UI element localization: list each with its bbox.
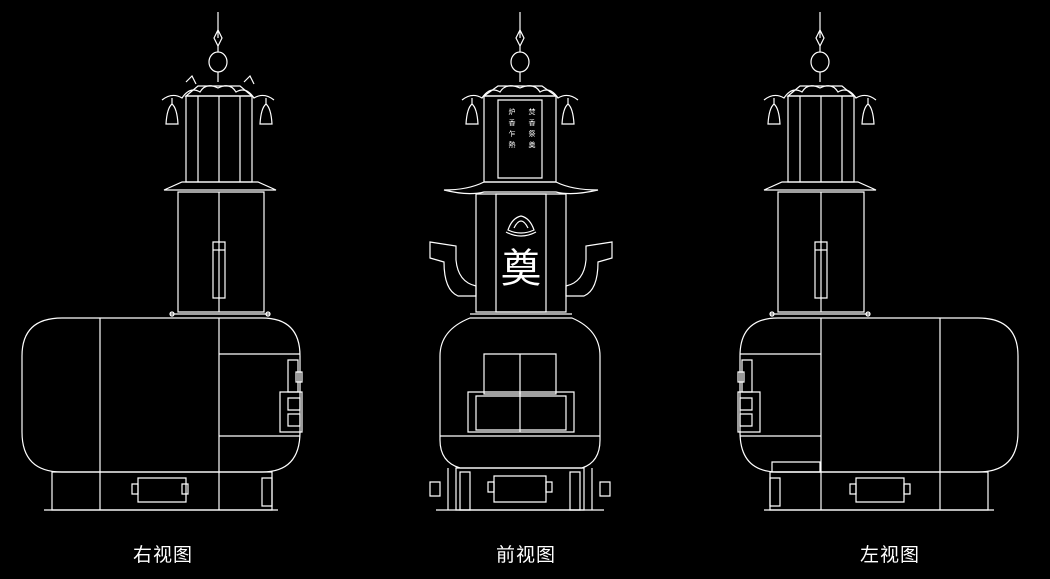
front-inscriptions: 焚香祭奠 炉香乍熱 奠 <box>501 107 541 292</box>
left-view <box>738 12 1018 510</box>
spire <box>209 12 227 82</box>
inscription-right-column: 焚香祭奠 <box>528 108 536 152</box>
base <box>764 472 994 510</box>
furnace-body <box>440 318 600 468</box>
furnace-body <box>22 318 302 472</box>
bell-icon <box>466 98 478 124</box>
bell-icon <box>562 98 574 124</box>
lantern-top <box>186 86 252 182</box>
roof <box>444 182 598 194</box>
front-view <box>430 12 612 510</box>
right-handle <box>566 242 612 296</box>
front-main-character: 奠 <box>501 246 541 292</box>
column <box>170 192 270 316</box>
spire <box>511 12 529 82</box>
left-view-label: 左视图 <box>860 544 921 566</box>
base <box>44 472 278 510</box>
roof-ornament <box>462 86 578 100</box>
lotus-icon <box>506 216 536 236</box>
roof <box>164 182 276 190</box>
bell-icon <box>260 98 272 124</box>
right-view <box>22 12 302 510</box>
base <box>430 468 610 510</box>
left-handle <box>430 242 476 296</box>
roof-ornament <box>162 86 274 100</box>
spire <box>811 12 829 82</box>
furnace-body <box>738 318 1018 472</box>
column <box>470 194 572 314</box>
inscription-left-column: 炉香乍熱 <box>508 107 516 152</box>
roof-ornament <box>764 86 876 100</box>
lantern-top <box>788 86 854 182</box>
lantern-top <box>484 86 556 182</box>
bell-icon <box>768 98 780 124</box>
right-view-label: 右视图 <box>133 544 194 566</box>
front-view-label: 前视图 <box>496 544 557 566</box>
column <box>770 192 870 316</box>
bell-icon <box>166 98 178 124</box>
roof <box>764 182 876 190</box>
bell-icon <box>862 98 874 124</box>
